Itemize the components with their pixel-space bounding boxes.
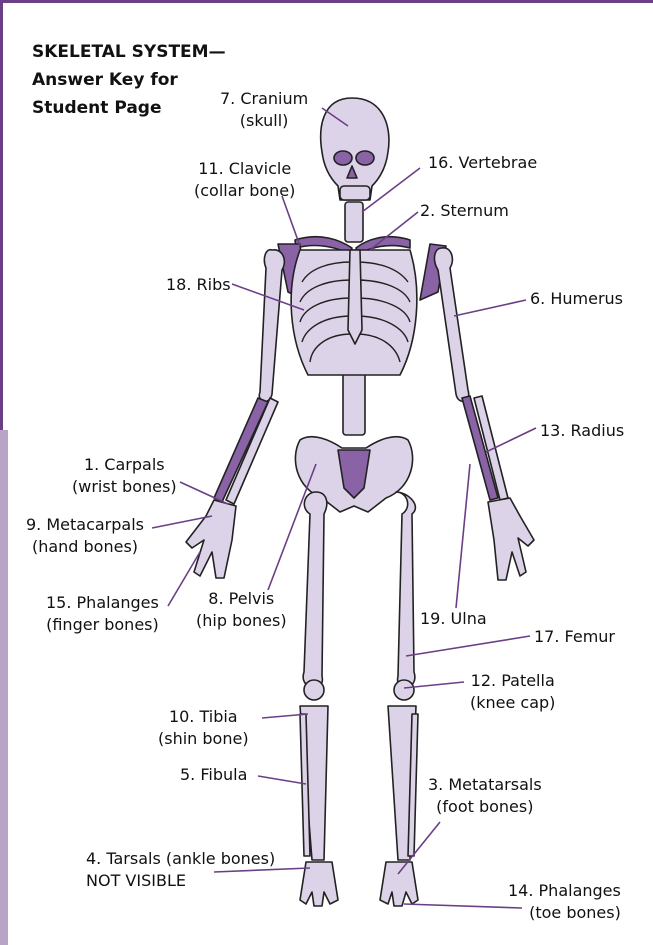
label-carpals: 1. Carpals (wrist bones) — [72, 454, 177, 498]
label-tarsals: 4. Tarsals (ankle bones) NOT VISIBLE — [86, 848, 275, 892]
sternum — [348, 250, 362, 344]
label-ulna: 19. Ulna — [420, 608, 487, 630]
label-humerus: 6. Humerus — [530, 288, 623, 310]
title-line-3: Student Page — [32, 94, 226, 122]
eye-socket-left — [334, 151, 352, 165]
cervical-spine — [345, 202, 363, 242]
label-vertebrae: 16. Vertebrae — [428, 152, 537, 174]
label-patella: 12. Patella (knee cap) — [470, 670, 555, 714]
leader-humerus — [454, 300, 526, 316]
title-line-2: Answer Key for — [32, 66, 226, 94]
page-title: SKELETAL SYSTEM— Answer Key for Student … — [32, 38, 226, 122]
label-metatarsals: 3. Metatarsals (foot bones) — [428, 774, 542, 818]
humerus-right — [435, 248, 469, 401]
label-cranium: 7. Cranium (skull) — [220, 88, 308, 132]
femur-left — [303, 492, 327, 688]
label-ribs: 18. Ribs — [166, 274, 231, 296]
femur-right — [396, 492, 415, 688]
patella-left — [304, 680, 324, 700]
eye-socket-right — [356, 151, 374, 165]
title-line-1: SKELETAL SYSTEM— — [32, 38, 226, 66]
leader-clavicle — [282, 196, 300, 246]
label-radius: 13. Radius — [540, 420, 624, 442]
patella-right — [394, 680, 414, 700]
leader-fibula — [258, 776, 306, 784]
label-sternum: 2. Sternum — [420, 200, 509, 222]
label-phalanges-foot: 14. Phalanges (toe bones) — [508, 880, 621, 924]
label-femur: 17. Femur — [534, 626, 615, 648]
label-phalanges-hand: 15. Phalanges (finger bones) — [46, 592, 159, 636]
leader-ulna — [456, 464, 470, 608]
leader-femur — [406, 636, 530, 656]
label-clavicle: 11. Clavicle (collar bone) — [194, 158, 295, 202]
jaw — [340, 186, 370, 200]
foot-right — [380, 862, 418, 906]
label-metacarpals: 9. Metacarpals (hand bones) — [26, 514, 144, 558]
hand-right — [488, 498, 534, 580]
humerus-left — [259, 250, 284, 402]
leader-phalanges-foot — [404, 904, 522, 908]
label-pelvis: 8. Pelvis (hip bones) — [196, 588, 287, 632]
label-fibula: 5. Fibula — [180, 764, 247, 786]
label-tibia: 10. Tibia (shin bone) — [158, 706, 249, 750]
hand-left — [186, 500, 236, 578]
